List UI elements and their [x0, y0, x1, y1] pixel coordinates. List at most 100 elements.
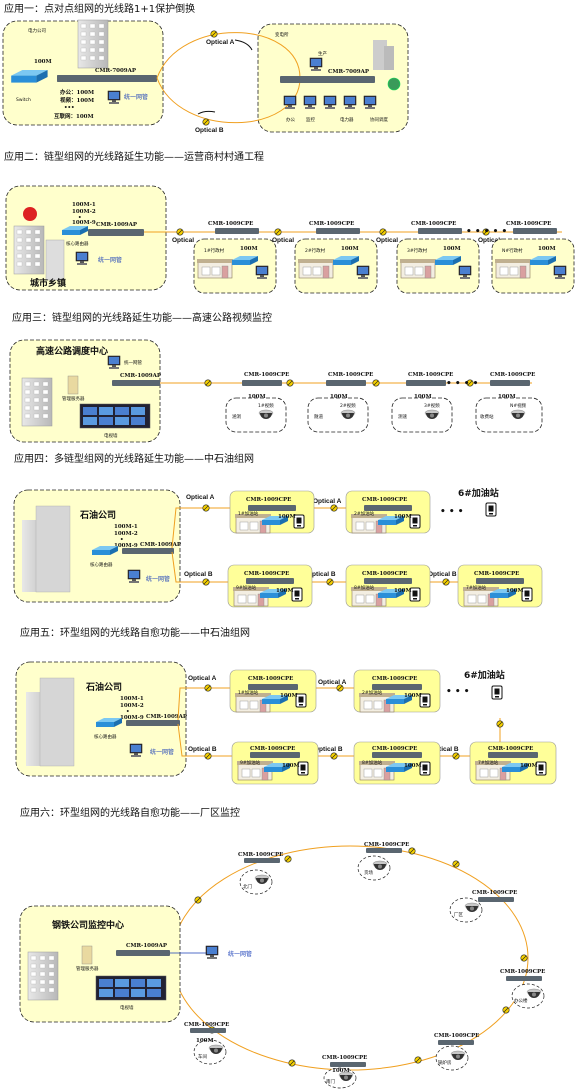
s5-station-2 [353, 669, 441, 713]
s4-optical-b-1: Optical B [184, 571, 213, 578]
s2-village-1 [193, 228, 277, 294]
s4-speed-7: 100M [506, 588, 524, 594]
s5-cpe-7: CMR-1009CPE [488, 746, 533, 752]
s5-optical-b-3: Optical B [430, 746, 459, 753]
s1-bottom-office: 办公 [286, 116, 295, 123]
s2-town-label: 城市乡镇 [30, 277, 66, 289]
s5-router-label: 核心路由器 [94, 733, 117, 740]
s6-device-label: CMR-1009AP [126, 943, 167, 949]
section-6-title: 应用六：环型组网的光线路自愈功能——厂区监控 [20, 806, 240, 819]
s5-station-7 [469, 741, 557, 785]
s2-village-2 [294, 228, 378, 294]
s6-site-plant: 厂区 [454, 912, 463, 918]
s4-fiber-top [171, 507, 420, 549]
s2-port-3: • [78, 215, 82, 221]
s6-server-label: 管理服务器 [76, 965, 99, 972]
s4-station-2-label: 2#加油站 [354, 510, 375, 517]
s1-video: 视频：100M [60, 96, 94, 104]
s3-server-label: 管理服务器 [62, 395, 85, 402]
s4-optical-a-2: Optical A [313, 498, 342, 505]
s3-speed-3: 100M [414, 394, 432, 400]
s1-left-panel-label: 电力公司 [28, 27, 46, 34]
s4-speed-2: 100M [394, 514, 412, 520]
s3-site-3-label: 测速 [398, 413, 407, 420]
s4-speed-8: 100M [394, 588, 412, 594]
s2-nms-label: 统一网管 [98, 256, 122, 264]
s2-optical-4: Optical [478, 237, 500, 244]
s3-ellipsis: • • • • [446, 379, 478, 389]
s5-station-9 [231, 741, 319, 785]
s4-speed-1: 100M [278, 514, 296, 520]
s1-optical-a-marker [210, 30, 218, 38]
s5-cpe-1: CMR-1009CPE [248, 676, 293, 682]
s3-nms-pc [107, 355, 121, 370]
s4-router-label: 核心路由器 [90, 561, 113, 568]
s5-speed-2: 100M [404, 693, 422, 699]
s5-nms-label: 统一网管 [150, 748, 174, 756]
s5-device-label: CMR-1009AP [146, 714, 187, 720]
s5-ellipsis: • • • [446, 687, 470, 697]
s6-node-south-gate [323, 1062, 366, 1089]
s4-ellipsis: • • • [440, 507, 464, 517]
s6-node-yard [357, 848, 402, 881]
s2-cpe-2: CMR-1009CPE [309, 221, 354, 227]
s6-cpe-workshop: CMR-1009CPE [184, 1022, 229, 1028]
s5-fiber-top [177, 687, 440, 721]
s3-cam-2-label: 2#视频 [340, 402, 356, 409]
s1-substation-device-label: CMR-7009AP [328, 69, 369, 75]
s6-cpe-north: CMR-1009CPE [238, 852, 283, 858]
s2-device-label: CMR-1009AP [96, 222, 137, 228]
s1-bottom-power: 电力器 [340, 116, 354, 123]
s4-optical-b-3: Optical B [428, 571, 457, 578]
s2-village-2-label: 2#行政村 [305, 247, 326, 254]
s2-village-3-label: 3#行政村 [407, 247, 428, 254]
s6-speed-workshop: 100M [196, 1038, 214, 1044]
s5-optical-a-2: Optical A [318, 679, 347, 686]
s4-station-7-label: 7#加油站 [466, 584, 487, 591]
s2-village-1-speed: 100M [240, 246, 258, 252]
s4-company-label: 石油公司 [79, 509, 116, 521]
section-5-title: 应用五：环型组网的光线路自愈功能——中石油组网 [20, 626, 250, 639]
s4-station-1-label: 1#加油站 [238, 510, 259, 517]
s1-main-device [57, 75, 157, 82]
s5-station-7-label: 7#加油站 [478, 759, 499, 766]
s5-main-device [126, 720, 180, 726]
s6-speed-south: 100M [332, 1068, 350, 1074]
s4-cpe-1: CMR-1009CPE [246, 497, 291, 503]
s6-site-south: 南门 [326, 1078, 335, 1085]
s2-village-n [491, 228, 575, 294]
s3-server-icon [67, 375, 79, 395]
s5-cpe-9: CMR-1009CPE [250, 746, 295, 752]
s1-substation-device [280, 76, 375, 83]
s3-speed-1: 100M [248, 394, 266, 400]
s4-station-6-pump [485, 502, 497, 517]
s1-optical-b-marker [202, 118, 210, 126]
s6-tv-wall [95, 975, 167, 1001]
s4-cpe-7: CMR-1009CPE [474, 571, 519, 577]
s6-node-north-gate [239, 858, 280, 895]
s6-cpe-boiler: CMR-1009CPE [434, 1033, 479, 1039]
s3-cpe-2: CMR-1009CPE [328, 372, 373, 378]
s3-site-1-label: 涵洞 [232, 413, 241, 420]
s3-nms-label: 统一网管 [124, 359, 142, 366]
s3-site-2-label: 隧道 [314, 413, 323, 420]
section-3-title: 应用三：链型组网的光线路延生功能——高速公路视频监控 [12, 311, 272, 324]
s3-wall-label: 电视墙 [104, 432, 118, 439]
s3-site-n-label: 收费站 [480, 413, 494, 420]
s5-cpe-2: CMR-1009CPE [372, 676, 417, 682]
s3-device-label: CMR-1009AP [120, 373, 161, 379]
s5-station-9-label: 9#加油站 [240, 759, 261, 766]
s4-speed-9: 100M [276, 588, 294, 594]
s1-optical-b: Optical B [195, 127, 224, 134]
s5-optical-b-1: Optical B [188, 746, 217, 753]
s3-tv-wall [79, 403, 151, 429]
s3-center-label: 高速公路调度中心 [36, 345, 108, 357]
s4-nms-label: 统一网管 [146, 575, 170, 583]
s4-station-8-label: 8#加油站 [354, 584, 375, 591]
s1-nms-label: 统一网管 [124, 93, 148, 101]
s1-tower-building [373, 40, 394, 70]
s2-village-2-speed: 100M [341, 246, 359, 252]
s1-production-label: 生产 [318, 50, 327, 57]
s6-hq-building [27, 951, 59, 1001]
s4-station-2 [345, 490, 431, 534]
